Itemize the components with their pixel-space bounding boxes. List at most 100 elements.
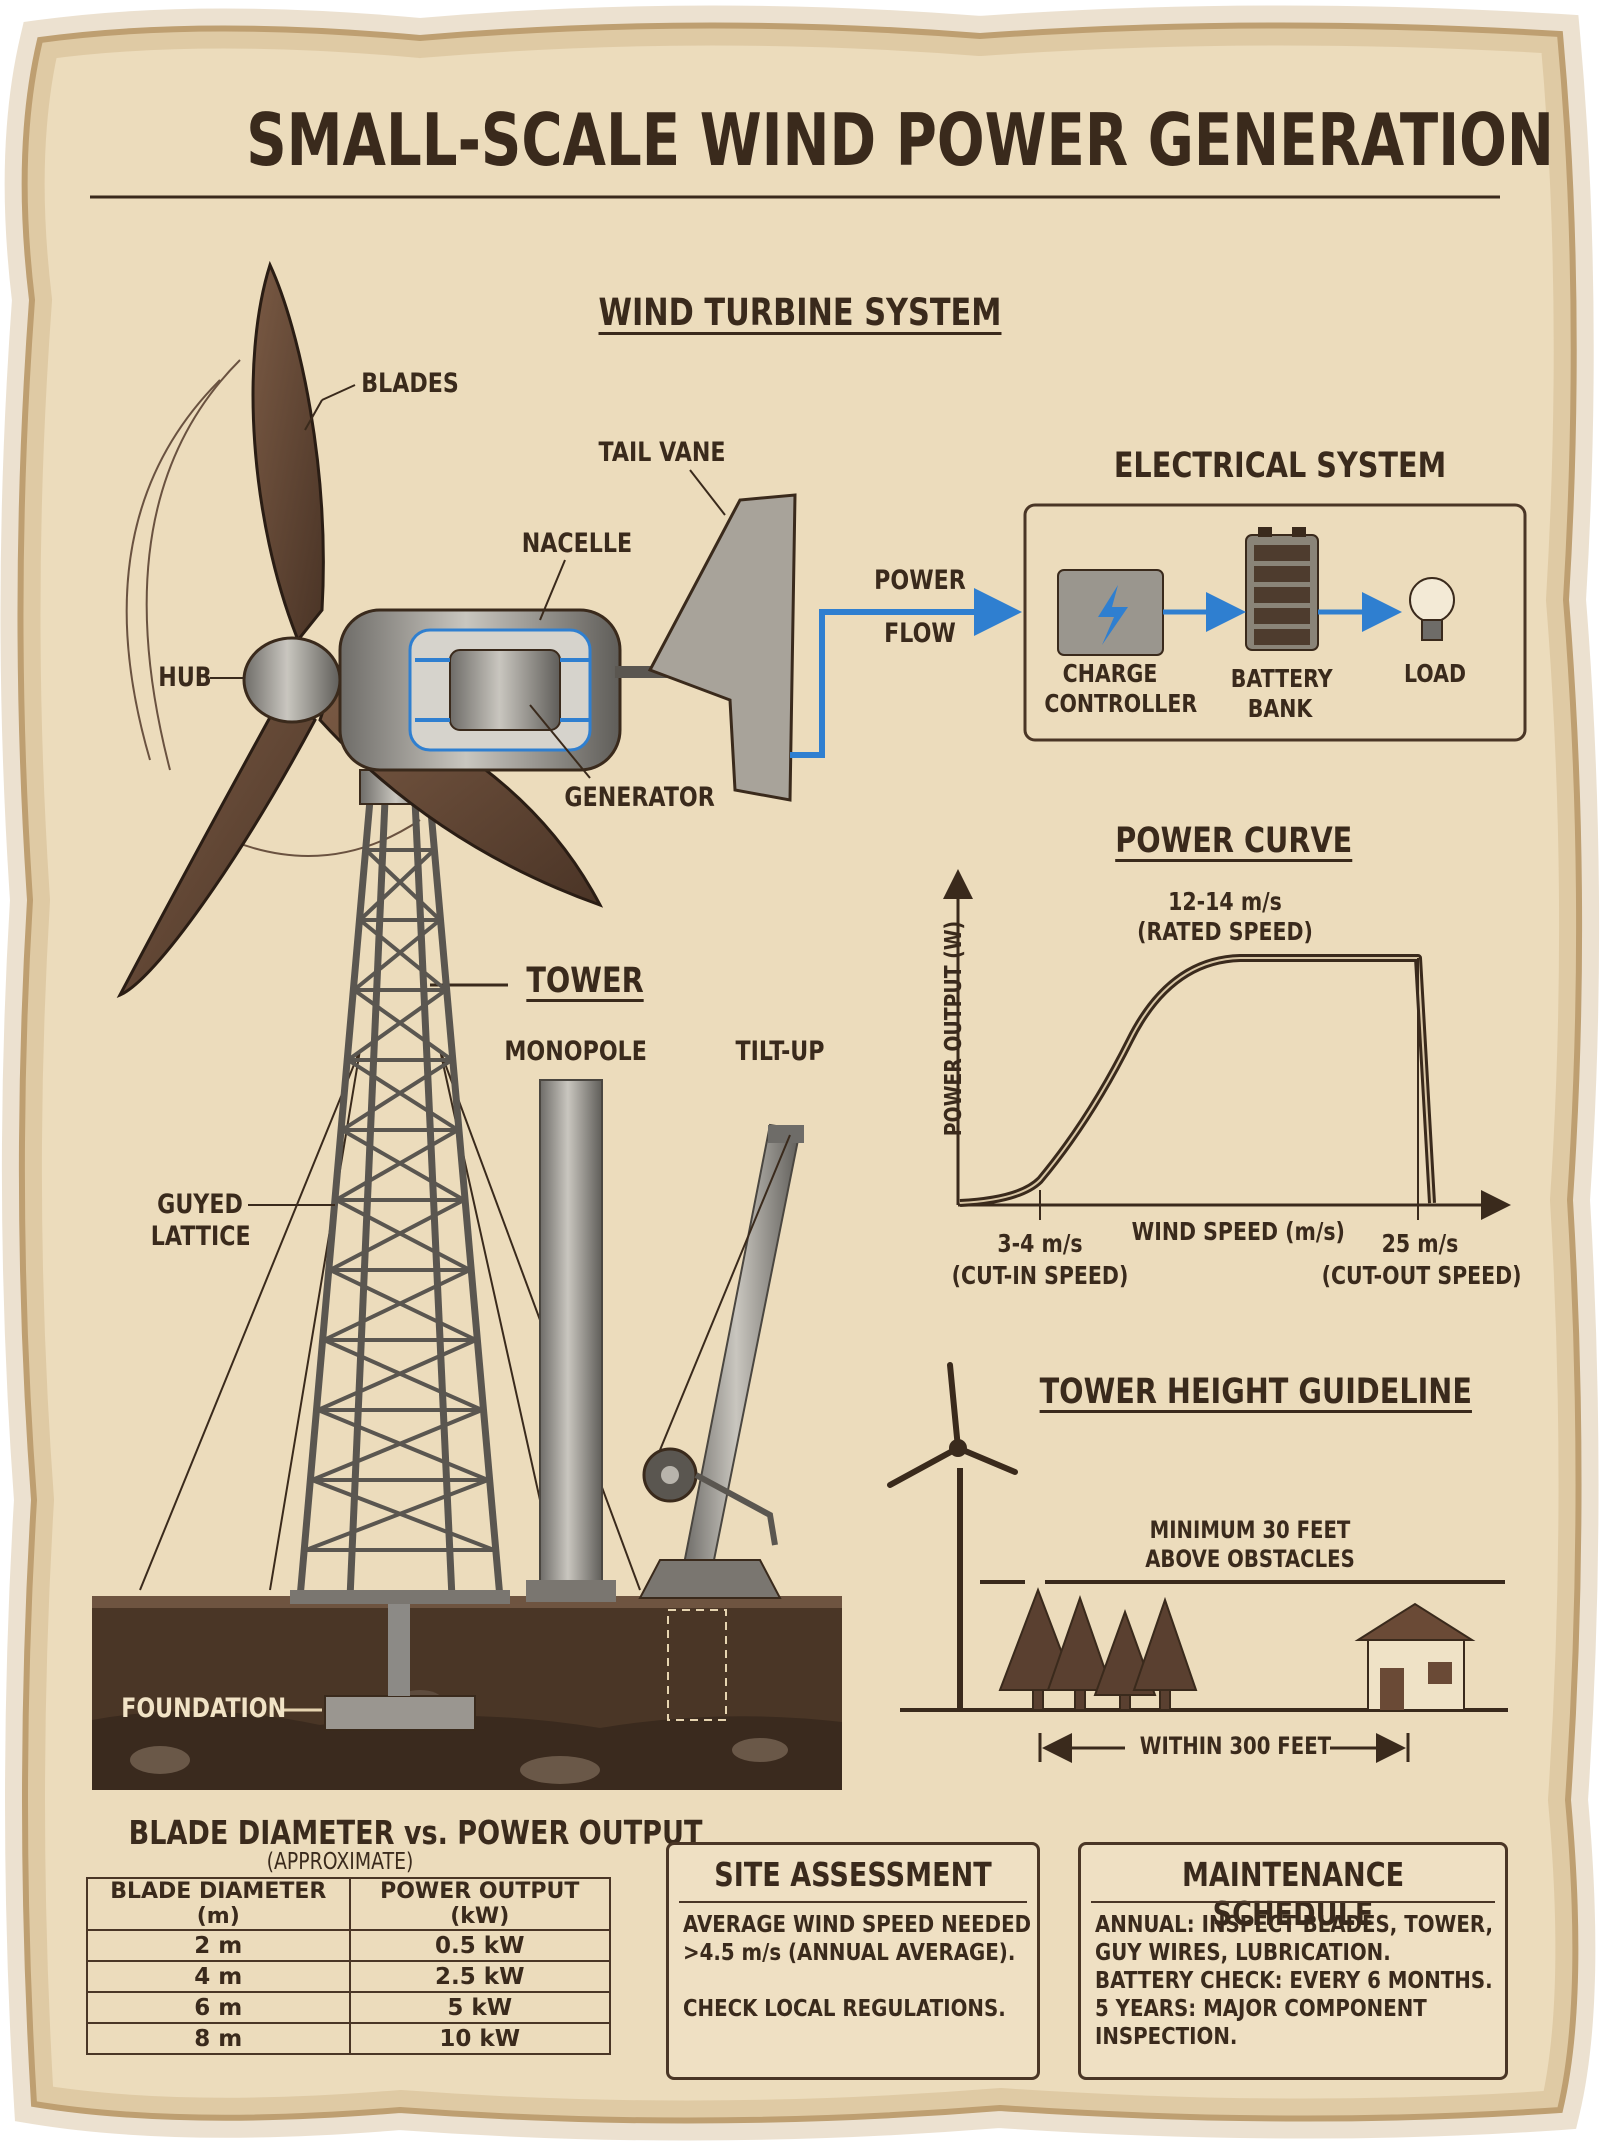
small-turbine-rotor	[887, 1362, 1018, 1488]
table-row: 4 m 2.5 kW	[86, 1960, 612, 1993]
blade-upper	[251, 260, 325, 643]
label-foundation: FOUNDATION	[121, 1693, 287, 1724]
table-cell-diameter: 8 m	[86, 2022, 351, 2055]
electrical-system-box	[1023, 503, 1527, 742]
battery-terminal	[1258, 527, 1272, 537]
power-curve-cut-in-1: 3-4 m/s	[997, 1229, 1083, 1258]
monopole-base	[526, 1580, 616, 1602]
monopole-tower	[539, 1079, 603, 1599]
power-curve-x-label: WIND SPEED (m/s)	[1131, 1217, 1345, 1246]
tail-vane	[647, 493, 797, 802]
label-battery-bank-2: BANK	[1247, 694, 1313, 723]
battery-cells	[1254, 545, 1310, 645]
maintenance-body: ANNUAL: INSPECT BLADES, TOWER, GUY WIRES…	[1095, 1911, 1493, 2051]
tail-vane-leader	[689, 469, 726, 516]
winch-hub	[661, 1466, 679, 1484]
tilt-up-top-clamp	[768, 1125, 804, 1143]
rotation-arc	[145, 359, 241, 771]
power-curve-highlight	[959, 957, 1433, 1204]
table-row: 6 m 5 kW	[86, 1991, 612, 2024]
tilt-up-base	[638, 1559, 782, 1599]
rotation-arc	[125, 379, 221, 761]
rock	[520, 1756, 600, 1784]
tower-height-within: WITHIN 300 FEET	[1139, 1732, 1332, 1760]
electrical-system-heading: ELECTRICAL SYSTEM	[1113, 446, 1447, 486]
label-lattice: LATTICE	[150, 1221, 251, 1252]
tower-height-heading: TOWER HEIGHT GUIDELINE	[1039, 1372, 1472, 1412]
winch-crank	[694, 1472, 778, 1546]
lattice-bracing	[305, 848, 495, 1552]
site-assessment-line-1: AVERAGE WIND SPEED NEEDED	[683, 1912, 1032, 1938]
label-tilt-up: TILT-UP	[735, 1036, 825, 1067]
table-cell-diameter: 4 m	[86, 1960, 351, 1993]
label-charge-controller-1: CHARGE	[1062, 659, 1158, 688]
maintenance-line-1: ANNUAL: INSPECT BLADES, TOWER,	[1095, 1912, 1493, 1938]
site-assessment-body: AVERAGE WIND SPEED NEEDED >4.5 m/s (ANNU…	[683, 1911, 1032, 2023]
table-header-power: POWER OUTPUT (kW)	[348, 1877, 612, 1931]
power-curve-cut-out-1: 25 m/s	[1381, 1229, 1459, 1258]
power-curve-cut-in-2: (CUT-IN SPEED)	[951, 1261, 1129, 1290]
label-generator: GENERATOR	[564, 782, 715, 813]
page-title: SMALL-SCALE WIND POWER GENERATION	[246, 98, 1554, 182]
rotation-arc	[229, 819, 421, 857]
rock	[130, 1746, 190, 1774]
site-assessment-line-2: >4.5 m/s (ANNUAL AVERAGE).	[683, 1940, 1016, 1967]
guy-wire	[139, 1049, 361, 1591]
label-power-flow-2: FLOW	[884, 618, 956, 649]
maintenance-line-4: 5 YEARS: MAJOR COMPONENT	[1095, 1996, 1427, 2023]
label-battery-bank-1: BATTERY	[1230, 664, 1333, 693]
label-tail-vane: TAIL VANE	[598, 437, 726, 468]
label-load: LOAD	[1403, 659, 1467, 688]
maintenance-line-2: GUY WIRES, LUBRICATION.	[1095, 1940, 1391, 1967]
blade-table-subheading: (APPROXIMATE)	[266, 1849, 414, 1875]
table-cell-power: 5 kW	[348, 1991, 612, 2024]
table-cell-power: 0.5 kW	[348, 1929, 612, 1962]
blades-leader	[304, 399, 323, 431]
foundation-block	[324, 1695, 476, 1731]
label-monopole: MONOPOLE	[504, 1036, 647, 1067]
lightning-icon	[1098, 585, 1128, 645]
power-curve-rated-2: (RATED SPEED)	[1137, 917, 1313, 946]
maintenance-line-3: BATTERY CHECK: EVERY 6 MONTHS.	[1095, 1968, 1493, 1995]
power-curve-heading: POWER CURVE	[1115, 821, 1353, 861]
table-cell-diameter: 6 m	[86, 1991, 351, 2024]
rock-layer	[92, 1711, 842, 1790]
table-header-diameter: BLADE DIAMETER (m)	[86, 1877, 351, 1931]
power-curve-rated-1: 12-14 m/s	[1168, 887, 1282, 916]
small-turbine-hub	[949, 1439, 967, 1457]
tower-height-min-2: ABOVE OBSTACLES	[1145, 1545, 1355, 1573]
hub-spinner	[242, 636, 342, 724]
table-cell-power: 10 kW	[348, 2022, 612, 2055]
label-nacelle: NACELLE	[521, 528, 633, 559]
tilt-foundation	[667, 1609, 727, 1721]
label-guyed: GUYED	[157, 1189, 243, 1220]
foundation-post	[388, 1600, 410, 1696]
winch-cable	[659, 1134, 791, 1451]
rock	[732, 1738, 788, 1762]
battery-terminal	[1292, 527, 1306, 537]
lightbulb-icon	[1409, 577, 1455, 623]
power-flow-line	[790, 588, 1022, 758]
tower-height-min-1: MINIMUM 30 FEET	[1149, 1516, 1351, 1544]
blade-table-heading: BLADE DIAMETER vs. POWER OUTPUT	[128, 1813, 703, 1852]
house-icon	[1354, 1602, 1476, 1711]
blades-leader	[321, 384, 356, 401]
table-row: 8 m 10 kW	[86, 2022, 612, 2055]
table-cell-power: 2.5 kW	[348, 1960, 612, 1993]
parchment-vignette	[0, 5, 1600, 2141]
tower-heading: TOWER	[526, 961, 644, 1001]
guy-wire	[269, 1049, 361, 1591]
site-assessment-heading: SITE ASSESSMENT	[714, 1855, 992, 1894]
table-header-row: BLADE DIAMETER (m) POWER OUTPUT (kW)	[86, 1877, 612, 1931]
site-assessment-line-3: CHECK LOCAL REGULATIONS.	[683, 1996, 1006, 2023]
power-curve-y-label: POWER OUTPUT (W)	[941, 920, 968, 1137]
label-hub: HUB	[158, 662, 212, 693]
wind-turbine-system-heading: WIND TURBINE SYSTEM	[598, 291, 1002, 334]
maintenance-divider	[1091, 1901, 1495, 1903]
blade-lower-left	[116, 687, 317, 999]
generator-core	[449, 649, 561, 731]
label-charge-controller-2: CONTROLLER	[1044, 689, 1198, 718]
maintenance-card: MAINTENANCE SCHEDULE ANNUAL: INSPECT BLA…	[1078, 1842, 1508, 2080]
